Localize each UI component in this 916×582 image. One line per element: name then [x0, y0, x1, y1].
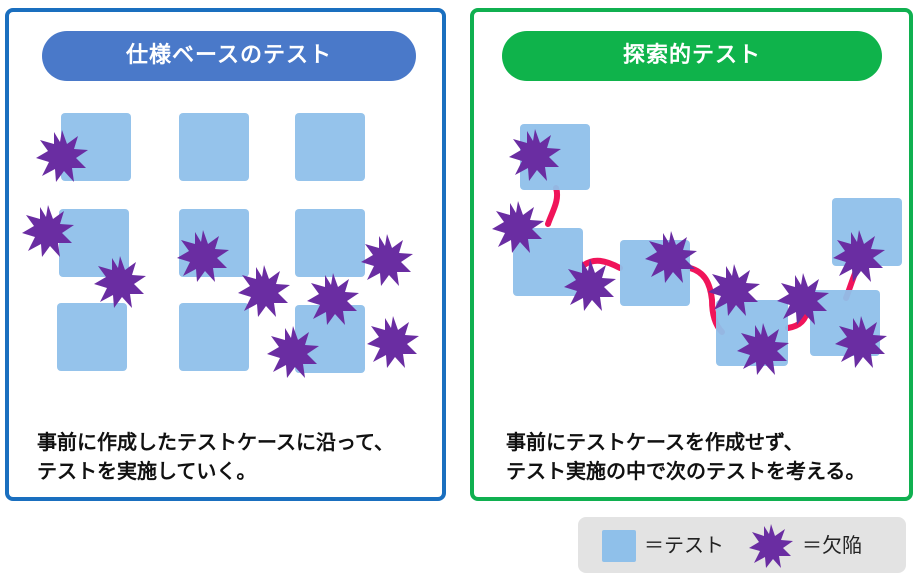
exploration-path	[545, 185, 861, 335]
defect-burst-icon	[361, 234, 413, 286]
legend-defect-label: ＝欠陥	[802, 533, 862, 557]
spec-based-title: 仕様ベースのテスト	[42, 31, 416, 81]
test-square	[295, 305, 365, 373]
exploratory-description-line-1: 事前にテストケースを作成せず、	[506, 430, 804, 454]
legend-symbols	[602, 524, 793, 568]
test-square	[513, 228, 583, 296]
spec-based-description: 事前に作成したテストケースに沿って、 テストを実施していく。	[37, 428, 394, 486]
test-square	[179, 113, 249, 181]
test-square	[295, 113, 365, 181]
spec-based-description-line-1: 事前に作成したテストケースに沿って、	[37, 430, 394, 454]
defect-burst-icon	[367, 316, 419, 368]
exploratory-description: 事前にテストケースを作成せず、 テスト実施の中で次のテストを考える。	[506, 428, 865, 486]
spec-based-description-line-2: テストを実施していく。	[37, 459, 257, 483]
spec-test-squares	[57, 113, 365, 373]
legend-test-label: ＝テスト	[644, 533, 724, 557]
legend: ＝テスト ＝欠陥	[578, 517, 906, 573]
test-square	[59, 209, 129, 277]
legend-defect-icon	[749, 524, 793, 568]
exploratory-title: 探索的テスト	[502, 31, 882, 81]
test-square	[179, 303, 249, 371]
exploratory-description-line-2: テスト実施の中で次のテストを考える。	[506, 459, 866, 483]
test-square	[57, 303, 127, 371]
legend-test-square	[602, 530, 636, 562]
test-square	[295, 209, 365, 277]
